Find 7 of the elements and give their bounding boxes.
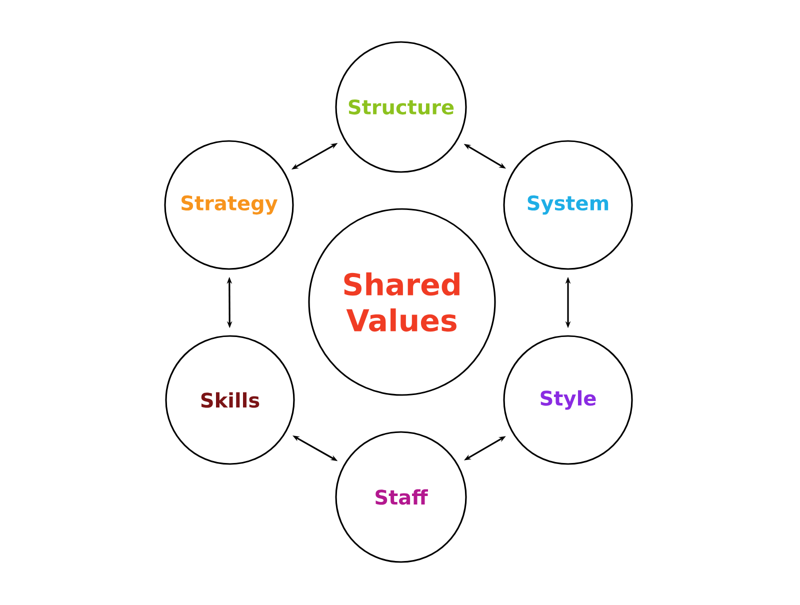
circle-node: Skills [165,335,295,465]
circle-node: Style [503,335,633,465]
circle-node: Shared Values [308,208,496,396]
circle-node: Staff [335,431,467,563]
circle-node: Strategy [164,140,294,270]
circle-node: System [503,140,633,270]
circle-node: Structure [335,41,467,173]
